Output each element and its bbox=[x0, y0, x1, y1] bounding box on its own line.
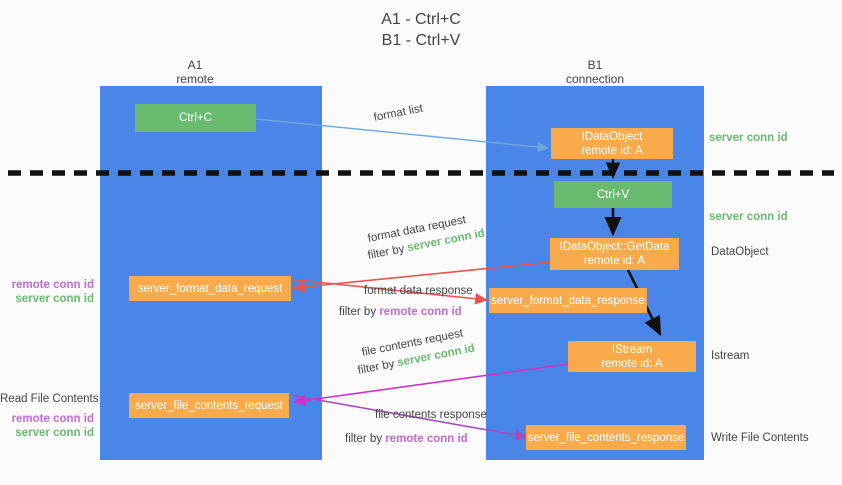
note-server-conn-id-mid: server conn id bbox=[15, 293, 94, 305]
note-server-conn-id-top: server conn id bbox=[709, 132, 788, 144]
node-getdata[interactable]: IDataObject::GetData remote id: A bbox=[550, 238, 679, 270]
note-istream: Istream bbox=[711, 350, 750, 362]
node-server-file-contents-request-label: server_file_contents_request bbox=[135, 399, 283, 412]
node-server-file-contents-response[interactable]: server_file_contents_response bbox=[526, 425, 686, 450]
filter-by-text-4: filter by bbox=[345, 433, 383, 445]
node-istream-label: IStream bbox=[611, 343, 653, 356]
note-server-conn-id-bottom: server conn id bbox=[15, 427, 94, 439]
node-server-file-contents-request[interactable]: server_file_contents_request bbox=[129, 393, 289, 418]
edge-label-format-data-response: format data response bbox=[364, 284, 473, 299]
node-server-format-data-response-label: server_format_data_response bbox=[491, 294, 645, 307]
note-remote-conn-id-bottom: remote conn id bbox=[11, 413, 94, 425]
edge-label-file-contents-response-filter: filter by remote conn id bbox=[345, 432, 468, 447]
title-line-1: A1 - Ctrl+C bbox=[381, 11, 461, 28]
node-server-format-data-request[interactable]: server_format_data_request bbox=[129, 276, 291, 301]
node-ctrl-v[interactable]: Ctrl+V bbox=[554, 181, 672, 208]
note-dataobject: DataObject bbox=[711, 246, 769, 258]
note-read-file-contents: Read File Contents bbox=[0, 393, 99, 405]
node-server-file-contents-response-label: server_file_contents_response bbox=[527, 431, 685, 444]
note-write-file-contents: Write File Contents bbox=[711, 432, 809, 444]
node-idataobject-remote-id: remote id: A bbox=[581, 144, 643, 157]
node-istream[interactable]: IStream remote id: A bbox=[568, 341, 696, 372]
lane-b1-sub: connection bbox=[565, 72, 625, 86]
lane-a1-name: A1 bbox=[187, 58, 203, 72]
lane-b1-name: B1 bbox=[587, 58, 603, 72]
note-server-conn-id-second: server conn id bbox=[709, 211, 788, 223]
lane-header-a1: A1 remote bbox=[130, 58, 260, 86]
key-remote-conn-id-2: remote conn id bbox=[385, 433, 468, 445]
note-remote-conn-id-mid: remote conn id bbox=[11, 279, 94, 291]
node-idataobject-label: IDataObject bbox=[581, 130, 643, 143]
node-getdata-remote-id: remote id: A bbox=[583, 255, 646, 267]
node-idataobject[interactable]: IDataObject remote id: A bbox=[551, 128, 673, 159]
edge-label-format-list-text: format list bbox=[372, 102, 424, 124]
node-getdata-label: IDataObject::GetData bbox=[559, 241, 670, 253]
edge-label-format-data-response-filter: filter by remote conn id bbox=[339, 305, 462, 320]
node-ctrl-c-label: Ctrl+C bbox=[179, 112, 212, 124]
node-server-format-data-request-label: server_format_data_request bbox=[137, 282, 283, 295]
edge-label-file-contents-response-text: file contents response bbox=[375, 409, 487, 421]
node-istream-remote-id: remote id: A bbox=[601, 357, 663, 370]
edge-label-file-contents-response: file contents response bbox=[375, 408, 487, 423]
edge-label-format-list: format list bbox=[373, 102, 425, 126]
lane-header-b1: B1 connection bbox=[530, 58, 660, 86]
title-line-2: B1 - Ctrl+V bbox=[381, 32, 461, 49]
lane-a1-sub: remote bbox=[176, 72, 214, 86]
node-server-format-data-response[interactable]: server_format_data_response bbox=[489, 288, 647, 313]
filter-by-text-2: filter by bbox=[339, 306, 377, 318]
edge-label-format-data-response-text: format data response bbox=[364, 285, 473, 297]
diagram-title: A1 - Ctrl+C B1 - Ctrl+V bbox=[0, 9, 842, 51]
key-remote-conn-id-1: remote conn id bbox=[379, 306, 462, 318]
node-ctrl-c[interactable]: Ctrl+C bbox=[135, 104, 256, 132]
node-ctrl-v-label: Ctrl+V bbox=[596, 188, 630, 201]
